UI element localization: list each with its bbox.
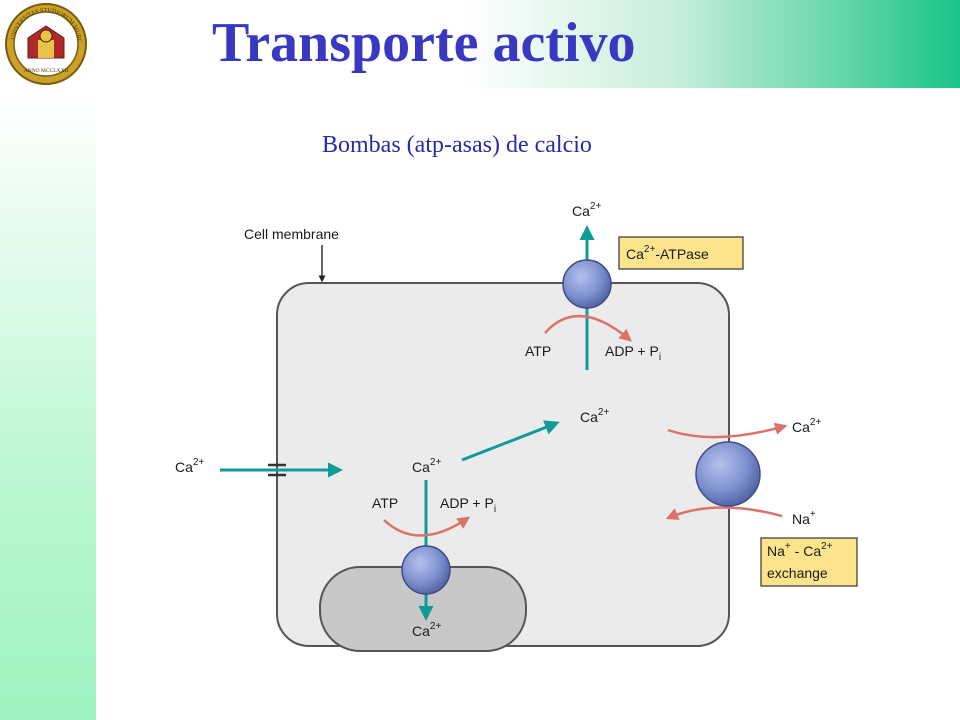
exchanger-calcium-out-arrow [667, 422, 788, 439]
adp-pi-label-top: ADP + Pi [605, 343, 661, 363]
calcium-atpase-pump-top [562, 259, 612, 309]
exchanger-sodium-in-arrow [665, 506, 783, 520]
exchange-label-box [760, 537, 858, 587]
ion-calcium-center: Ca2+ [580, 407, 609, 425]
ion-calcium-outside-right: Ca2+ [792, 417, 821, 435]
exchange-label-line1: Na+ - Ca2+ [767, 541, 833, 559]
cytosol-diffusion-arrow [461, 420, 560, 462]
atp-label-top: ATP [525, 343, 551, 359]
header-band [0, 0, 960, 88]
cell-membrane-label: Cell membrane [244, 226, 339, 242]
calcium-atpase-label: Ca2+-ATPase [626, 244, 709, 262]
calcium-atpase-pump-organelle [401, 545, 451, 595]
atp-hydrolysis-arrow-top [544, 314, 632, 342]
ion-calcium-organelle: Ca2+ [412, 621, 441, 639]
calcium-atpase-label-box [618, 236, 744, 270]
atp-label-organelle: ATP [372, 495, 398, 511]
slide-subtitle: Bombas (atp-asas) de calcio [322, 132, 592, 158]
sodium-calcium-exchanger [695, 441, 761, 507]
ion-calcium-outside-left: Ca2+ [175, 457, 204, 475]
calcium-pump-diagram: Cell membrane Ca2+ ATP ADP + Pi Ca2+-ATP… [175, 201, 858, 652]
logo-bottom-text: ANNO MCCLXXII [24, 68, 69, 74]
atp-hydrolysis-arrow-organelle [383, 516, 471, 537]
exchange-label-line2: exchange [767, 565, 828, 581]
page-title: Transporte activo [212, 12, 636, 74]
university-seal-logo: UNIVERSITAS STUDIORUM MURCIENSIS ANNO MC… [4, 2, 87, 85]
ion-sodium-outside: Na+ [792, 509, 816, 527]
ion-calcium-top: Ca2+ [572, 201, 601, 219]
left-band [0, 88, 96, 720]
adp-pi-label-organelle: ADP + Pi [440, 495, 496, 515]
ion-calcium-cytosol: Ca2+ [412, 457, 441, 475]
